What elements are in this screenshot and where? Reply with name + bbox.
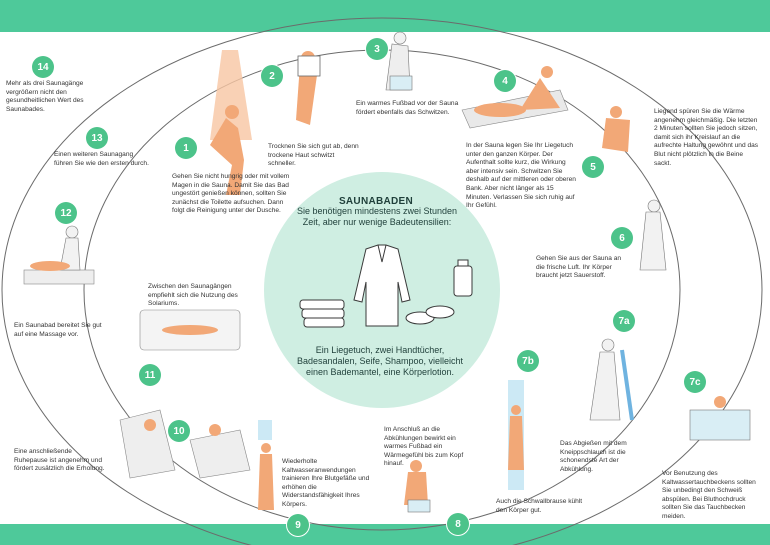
step-text-8: Im Anschluß an die Abkühlungen bewirkt e… xyxy=(384,426,464,468)
figure-rest-chairs xyxy=(119,409,251,479)
center-utensil-list: Ein Liegetuch, zwei Handtücher, Badesand… xyxy=(296,345,464,377)
center-subtitle: Sie benötigen mindestens zwei Stunden Ze… xyxy=(296,206,458,227)
figure-cold-water xyxy=(258,420,274,510)
outer-ring xyxy=(1,17,763,545)
figure-footbath xyxy=(385,31,413,91)
top-banner xyxy=(0,0,770,32)
step-badge-5: 5 xyxy=(582,156,604,178)
step-badge-9: 9 xyxy=(287,514,309,536)
figure-gush-shower xyxy=(508,380,524,490)
figure-towel-dry xyxy=(296,51,321,125)
step-text-9: Wiederholte Kaltwasseranwendungen traini… xyxy=(282,458,370,508)
figure-sitting-5 xyxy=(602,106,630,152)
step-badge-3: 3 xyxy=(366,38,388,60)
shampoo-bottle-icon xyxy=(453,259,473,297)
step-badge-7c: 7c xyxy=(684,371,706,393)
bathrobe-icon xyxy=(353,244,411,327)
figure-warm-footbath xyxy=(404,460,431,513)
step-badge-13: 13 xyxy=(86,127,108,149)
step-badge-14: 14 xyxy=(32,56,54,78)
step-text-14: Mehr als drei Saunagänge vergrößern nich… xyxy=(6,80,84,113)
step-text-7b: Auch die Schwallbrause kühlt den Körper … xyxy=(496,498,583,514)
step-badge-12: 12 xyxy=(55,202,77,224)
figure-sauna-bench xyxy=(461,66,569,129)
step-text-1: Gehen Sie nicht hungrig oder mit vollem … xyxy=(172,173,290,215)
step-text-6: Gehen Sie aus der Sauna an die frische L… xyxy=(536,255,622,280)
step-badge-7a: 7a xyxy=(613,310,635,332)
step-text-12: Ein Saunabad bereitet Sie gut auf eine M… xyxy=(14,322,102,338)
step-badge-6: 6 xyxy=(611,227,633,249)
step-text-10: Eine anschließende Ruhepause ist angeneh… xyxy=(14,448,105,473)
step-text-5: Liegend spüren Sie die Wärme angenehm gl… xyxy=(654,108,759,167)
step-badge-7b: 7b xyxy=(517,350,539,372)
figure-shower xyxy=(210,50,252,195)
step-badge-11: 11 xyxy=(139,364,161,386)
step-badge-8: 8 xyxy=(447,513,469,535)
step-text-4: In der Sauna legen Sie Ihr Liegetuch unt… xyxy=(466,142,576,210)
step-text-7c: Vor Benutzung des Kaltwassertauchbeckens… xyxy=(662,470,756,520)
step-badge-1: 1 xyxy=(175,137,197,159)
center-title: SAUNABADEN xyxy=(338,196,414,207)
step-text-13: Einen weiteren Saunagang führen Sie wie … xyxy=(54,151,149,167)
step-text-11: Zwischen den Saunagängen empfiehlt sich … xyxy=(148,283,238,308)
step-text-3: Ein warmes Fußbad vor der Sauna fördert … xyxy=(356,100,459,116)
step-text-7a: Das Abgießen mit dem Kneippschlauch ist … xyxy=(560,440,627,473)
figure-kneipp-hose xyxy=(589,338,634,421)
figure-plunge-pool xyxy=(689,396,751,441)
step-badge-4: 4 xyxy=(494,70,516,92)
figure-massage xyxy=(23,225,95,285)
figure-fresh-air xyxy=(639,199,667,271)
step-text-2: Trocknen Sie sich gut ab, denn trockene … xyxy=(268,143,359,168)
towels-icon xyxy=(299,299,345,328)
sandals-icon xyxy=(405,305,455,325)
step-badge-2: 2 xyxy=(261,65,283,87)
step-badge-10: 10 xyxy=(168,420,190,442)
bottom-banner xyxy=(0,524,770,545)
figure-solarium xyxy=(139,309,241,351)
